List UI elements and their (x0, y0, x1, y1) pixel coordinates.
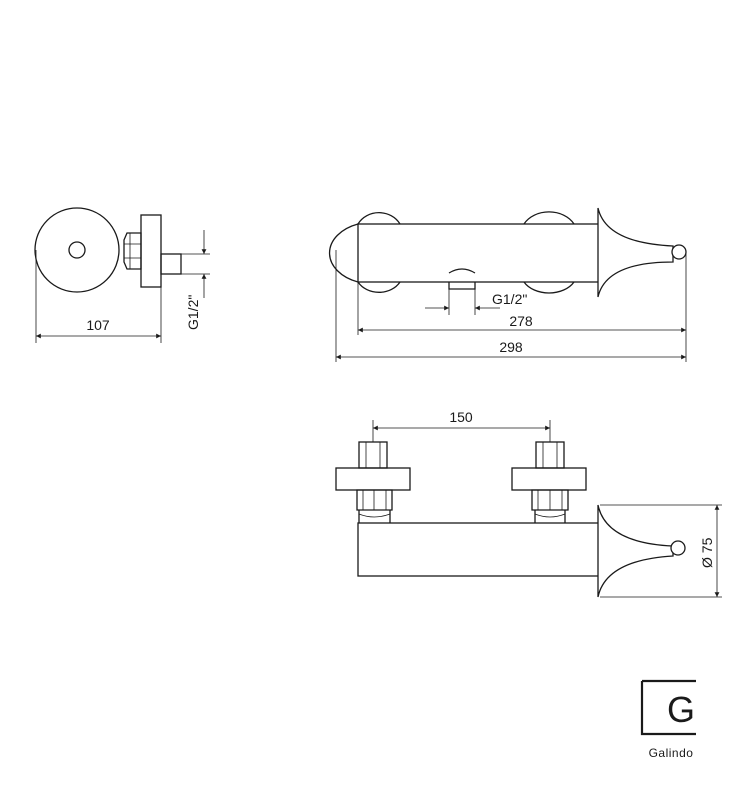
top-centers-label: 150 (449, 409, 473, 425)
top-diameter-label: Ø 75 (699, 537, 715, 568)
front-thread-label: G1/2" (492, 291, 527, 307)
side-thread-label: G1/2" (185, 295, 201, 330)
front-total-length-label: 298 (499, 339, 523, 355)
front-inner-length-label: 278 (509, 313, 533, 329)
brand-name: Galindo (648, 746, 694, 760)
side-view: G1/2" 107 (34, 207, 210, 343)
logo-mark-icon: G (640, 679, 696, 736)
front-view: G1/2" 278 298 (328, 207, 687, 362)
logo-letter: G (667, 689, 695, 730)
galindo-logo: G Galindo (640, 676, 702, 760)
side-width-label: 107 (86, 317, 110, 333)
top-view: 150 Ø 75 (335, 409, 722, 598)
